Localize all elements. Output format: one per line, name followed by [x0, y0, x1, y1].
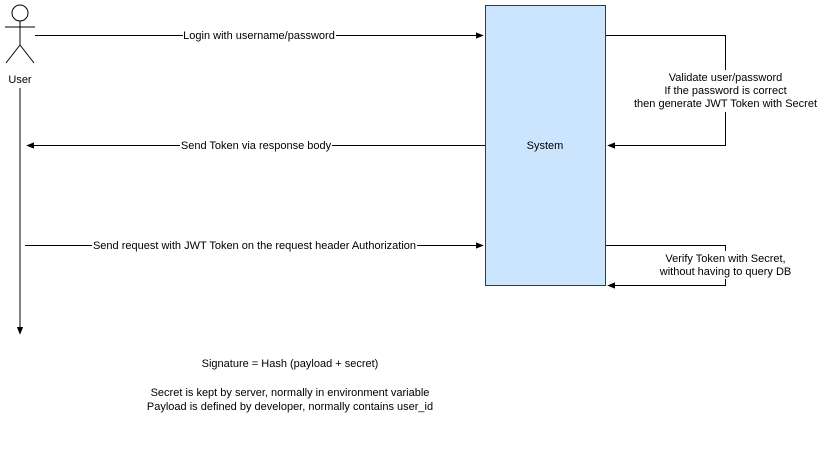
send-request-message-label: Send request with JWT Token on the reque…	[93, 240, 416, 252]
secret-note: Secret is kept by server, normally in en…	[150, 387, 430, 399]
user-actor-icon	[5, 4, 35, 64]
login-message-label: Login with username/password	[183, 30, 335, 42]
verify-label-line2: without having to query DB	[659, 266, 791, 278]
verify-label-line1: Verify Token with Secret,	[665, 253, 785, 265]
signature-note: Signature = Hash (payload + secret)	[201, 358, 379, 370]
actor-label: User	[8, 74, 32, 86]
validate-label-line2: If the password is correct	[664, 85, 786, 97]
send-token-message-label: Send Token via response body	[181, 140, 332, 152]
validate-label-line1: Validate user/password	[669, 72, 783, 84]
system-label: System	[527, 140, 564, 152]
validate-label-line3: then generate JWT Token with Secret	[634, 98, 817, 110]
payload-note: Payload is defined by developer, normall…	[146, 401, 434, 413]
system-box	[485, 5, 606, 286]
